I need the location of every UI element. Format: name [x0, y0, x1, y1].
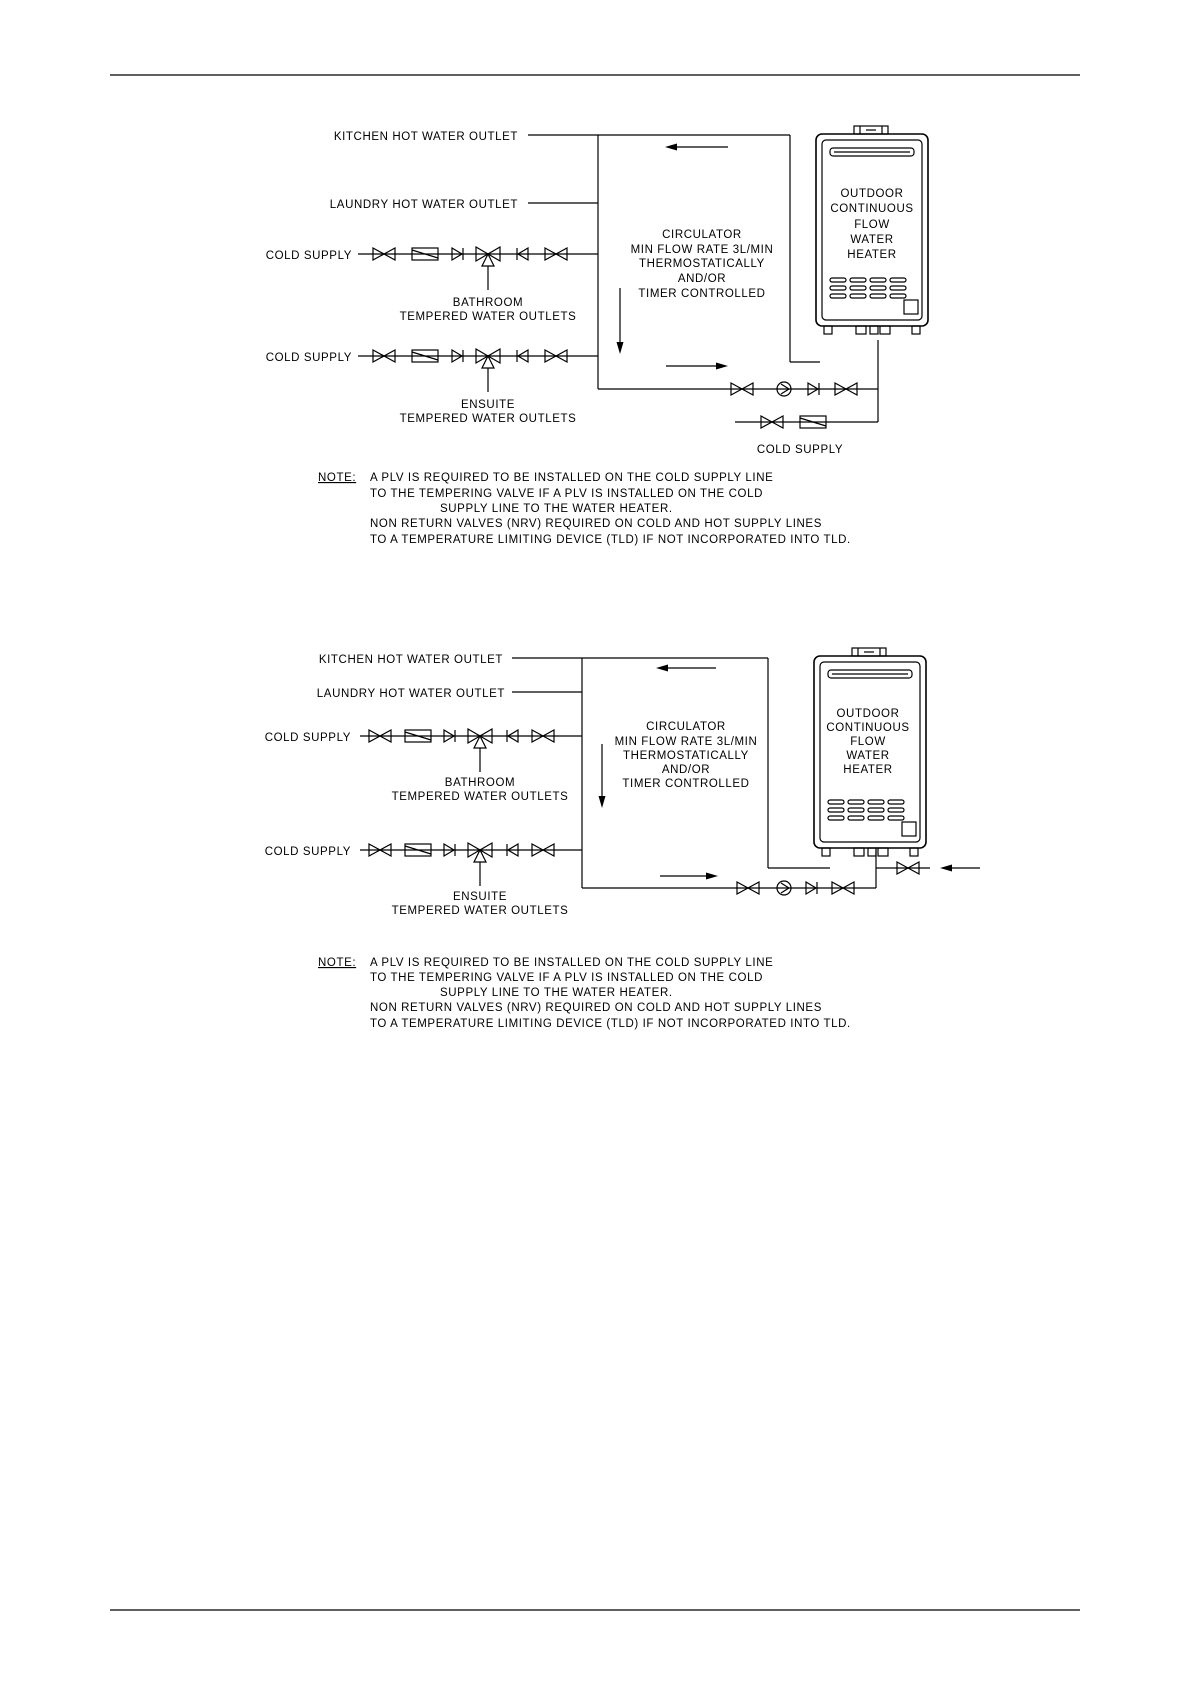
- cold-supply-heater-label: COLD SUPPLY: [757, 444, 843, 456]
- note-line-3: SUPPLY LINE TO THE WATER HEATER.: [440, 987, 673, 999]
- heater-line-4: WATER: [846, 750, 889, 762]
- circulator-line-5: TIMER CONTROLLED: [622, 778, 749, 790]
- laundry-outlet-label: LAUNDRY HOT WATER OUTLET: [317, 688, 505, 700]
- note-line-5: TO A TEMPERATURE LIMITING DEVICE (TLD) I…: [370, 534, 851, 546]
- bathroom-outlets-label: TEMPERED WATER OUTLETS: [392, 791, 569, 803]
- laundry-outlet-label: LAUNDRY HOT WATER OUTLET: [330, 199, 518, 211]
- circulator-line-1: CIRCULATOR: [646, 721, 726, 733]
- circulator-line-1: CIRCULATOR: [662, 229, 742, 241]
- cold-supply-ensuite-label: COLD SUPPLY: [265, 846, 351, 858]
- heater-line-5: HEATER: [843, 764, 892, 776]
- circulator-line-3: THERMOSTATICALLY: [639, 258, 765, 270]
- cold-supply-bathroom-label: COLD SUPPLY: [265, 732, 351, 744]
- ensuite-label: ENSUITE: [453, 891, 507, 903]
- cold-supply-bathroom-label: COLD SUPPLY: [266, 250, 352, 262]
- bathroom-outlets-label: TEMPERED WATER OUTLETS: [400, 311, 577, 323]
- note-line-4: NON RETURN VALVES (NRV) REQUIRED ON COLD…: [370, 518, 822, 530]
- bathroom-label: BATHROOM: [453, 297, 523, 309]
- note-label: NOTE:: [318, 957, 356, 969]
- note-label: NOTE:: [318, 472, 356, 484]
- diagram-2: KITCHEN HOT WATER OUTLET LAUNDRY HOT WAT…: [265, 647, 980, 1030]
- heater-line-2: CONTINUOUS: [826, 722, 909, 734]
- circulator-line-4: AND/OR: [662, 764, 710, 776]
- heater-line-3: FLOW: [854, 219, 890, 231]
- heater-line-2: CONTINUOUS: [830, 203, 913, 215]
- note-line-1: A PLV IS REQUIRED TO BE INSTALLED ON THE…: [370, 472, 773, 484]
- kitchen-outlet-label: KITCHEN HOT WATER OUTLET: [319, 654, 503, 666]
- bathroom-label: BATHROOM: [445, 777, 515, 789]
- heater-line-5: HEATER: [847, 249, 896, 261]
- ensuite-outlets-label: TEMPERED WATER OUTLETS: [400, 413, 577, 425]
- note-line-2: TO THE TEMPERING VALVE IF A PLV IS INSTA…: [370, 488, 763, 500]
- heater-line-3: FLOW: [850, 736, 886, 748]
- kitchen-outlet-label: KITCHEN HOT WATER OUTLET: [334, 131, 518, 143]
- circulator-line-5: TIMER CONTROLLED: [638, 288, 765, 300]
- circulator-line-2: MIN FLOW RATE 3L/MIN: [615, 736, 758, 748]
- heater-line-4: WATER: [850, 234, 893, 246]
- ensuite-outlets-label: TEMPERED WATER OUTLETS: [392, 905, 569, 917]
- heater-line-1: OUTDOOR: [841, 188, 904, 200]
- note-line-2: TO THE TEMPERING VALVE IF A PLV IS INSTA…: [370, 972, 763, 984]
- note-line-3: SUPPLY LINE TO THE WATER HEATER.: [440, 503, 673, 515]
- cold-supply-ensuite-label: COLD SUPPLY: [266, 352, 352, 364]
- note-line-1: A PLV IS REQUIRED TO BE INSTALLED ON THE…: [370, 957, 773, 969]
- circulator-line-2: MIN FLOW RATE 3L/MIN: [631, 244, 774, 256]
- circulator-line-3: THERMOSTATICALLY: [623, 750, 749, 762]
- diagram-1: KITCHEN HOT WATER OUTLET LAUNDRY HOT WAT…: [266, 125, 929, 546]
- note-line-4: NON RETURN VALVES (NRV) REQUIRED ON COLD…: [370, 1002, 822, 1014]
- heater-line-1: OUTDOOR: [837, 708, 900, 720]
- ensuite-label: ENSUITE: [461, 399, 515, 411]
- circulator-line-4: AND/OR: [678, 273, 726, 285]
- note-line-5: TO A TEMPERATURE LIMITING DEVICE (TLD) I…: [370, 1018, 851, 1030]
